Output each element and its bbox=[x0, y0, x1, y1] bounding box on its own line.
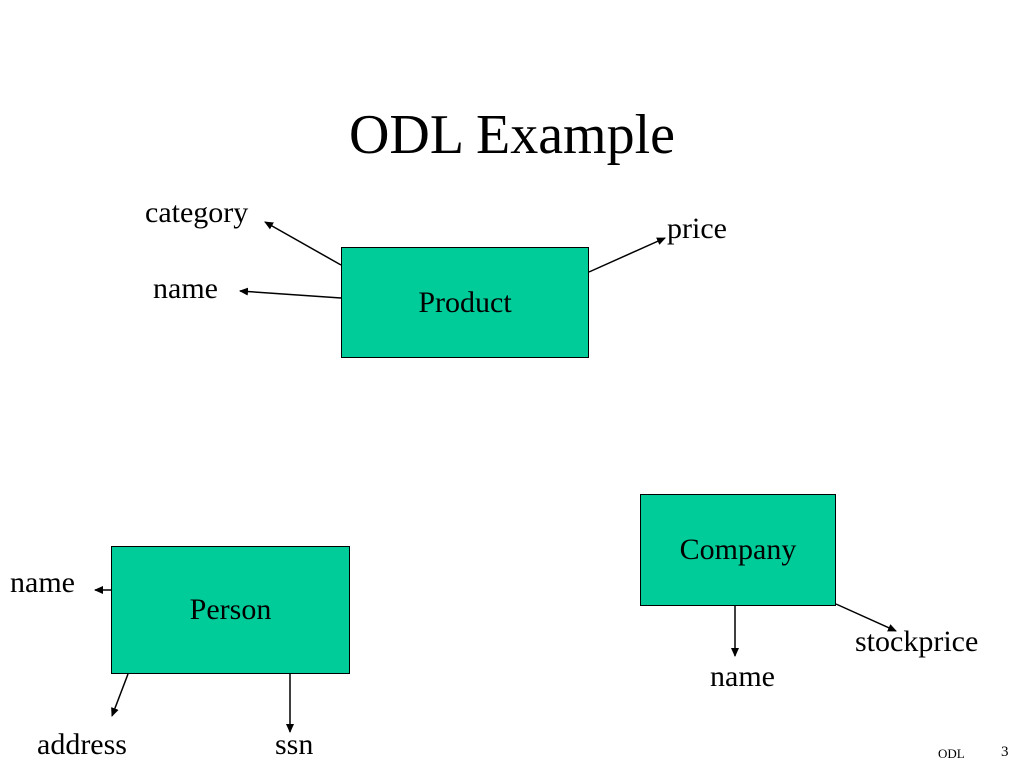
product-attr-name: name bbox=[153, 272, 218, 305]
company-stockprice-arrow bbox=[835, 603, 897, 632]
company-attr-name: name bbox=[710, 660, 775, 693]
page-number: 3 bbox=[1001, 744, 1009, 760]
person-address-arrow bbox=[111, 673, 129, 717]
product-category-arrow bbox=[264, 221, 342, 266]
person-class-label: Person bbox=[189, 593, 272, 626]
person-class-box: Person bbox=[111, 546, 350, 674]
footer-label: ODL bbox=[938, 746, 965, 761]
product-class-label: Product bbox=[418, 285, 512, 319]
slide-title: ODL Example bbox=[348, 104, 676, 166]
product-name-arrow bbox=[239, 287, 342, 299]
company-attr-stockprice: stockprice bbox=[855, 625, 979, 658]
person-attr-address: address bbox=[37, 728, 127, 761]
product-attr-price: price bbox=[667, 212, 727, 245]
company-class-box: Company bbox=[640, 494, 836, 606]
product-class-box: Product bbox=[341, 247, 589, 358]
product-attr-category: category bbox=[145, 196, 249, 229]
person-attr-name: name bbox=[10, 566, 75, 599]
company-class-label: Company bbox=[679, 533, 797, 566]
person-attr-ssn: ssn bbox=[275, 728, 314, 761]
product-price-arrow bbox=[588, 237, 666, 273]
